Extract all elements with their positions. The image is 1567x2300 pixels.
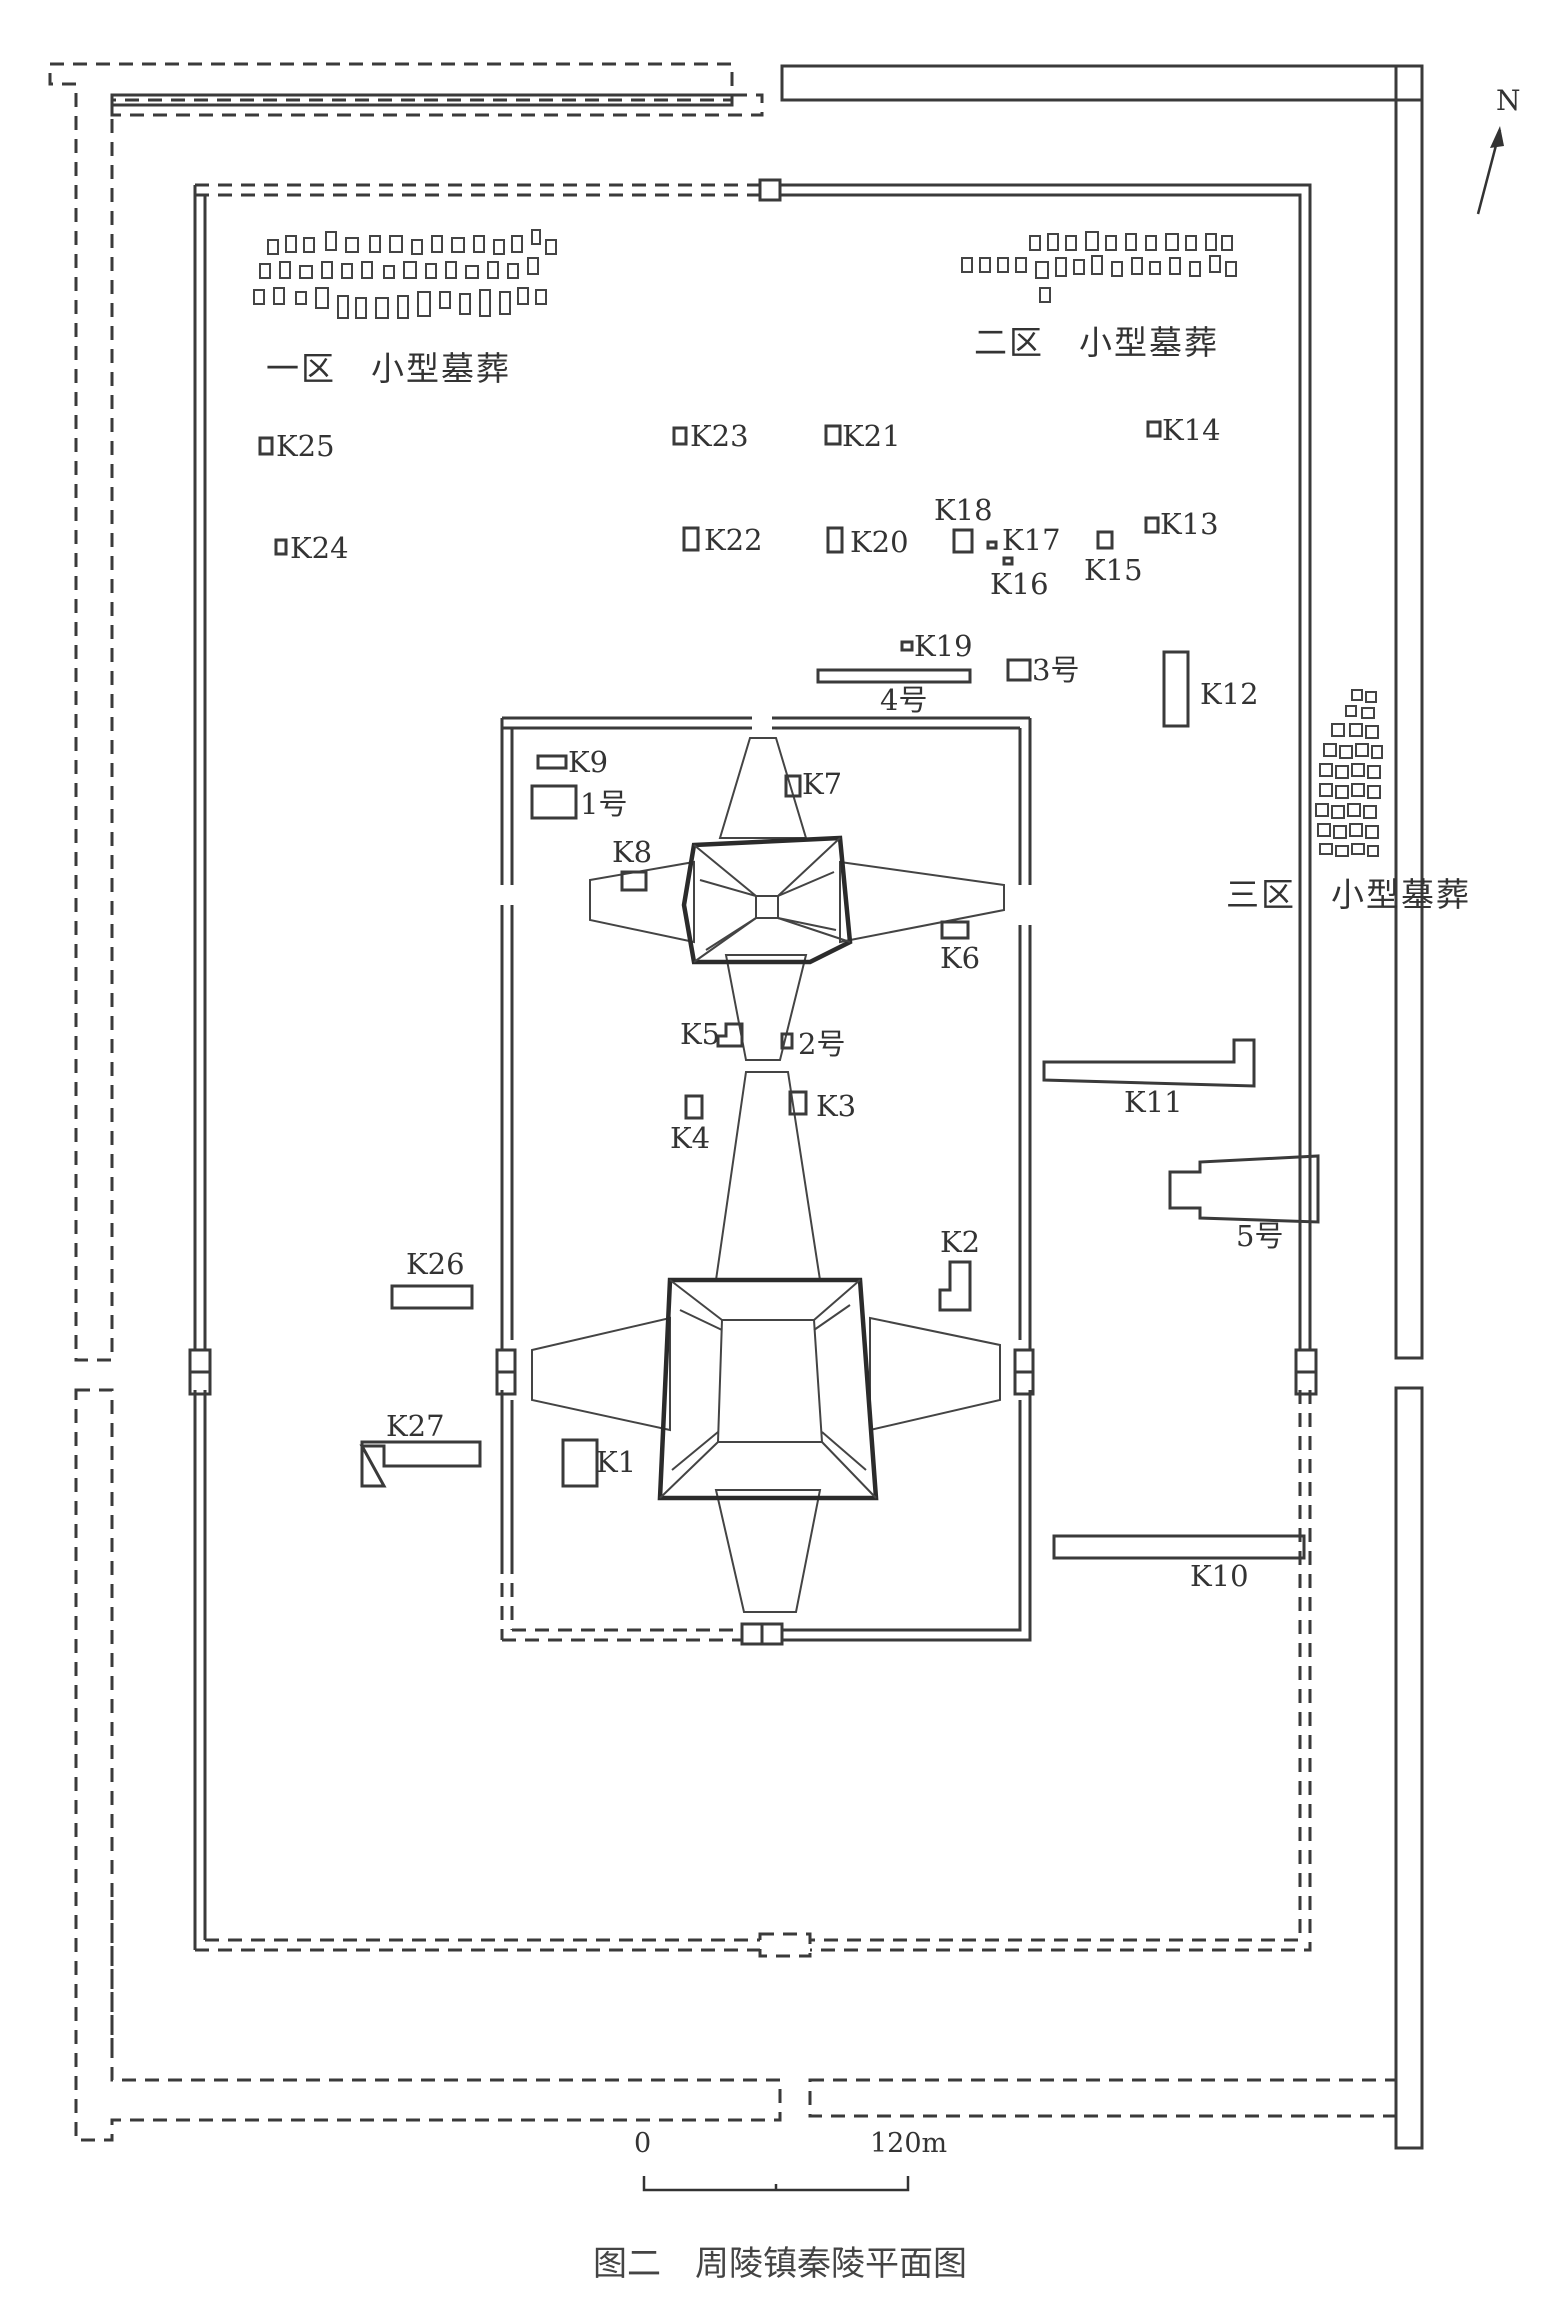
north-arrow-icon (1476, 126, 1504, 215)
label-building-4: 4号 (880, 683, 928, 717)
label-building-1: 1号 (580, 787, 628, 821)
pit-k5 (716, 1022, 744, 1048)
pit-k10 (1052, 1534, 1306, 1560)
zone1-label: 一区 小型墓葬 (266, 349, 511, 388)
burial-cluster-zone3 (1315, 689, 1383, 857)
building-3 (1006, 658, 1032, 682)
label-k24: K24 (290, 531, 349, 565)
label-k21: K21 (842, 419, 901, 453)
pits (258, 420, 1320, 1560)
label-k9: K9 (568, 745, 609, 779)
building-1 (530, 784, 578, 820)
pit-k20 (826, 526, 844, 554)
pit-k14 (1146, 420, 1162, 438)
label-k5: K5 (680, 1017, 721, 1051)
pit-k22 (682, 526, 700, 552)
south-tomb (531, 1071, 1001, 1613)
label-k4: K4 (670, 1121, 711, 1155)
label-k10: K10 (1190, 1559, 1249, 1593)
pit-k2 (938, 1260, 972, 1312)
pit-k15 (1096, 530, 1114, 550)
scale-end-label: 120m (870, 2128, 948, 2159)
label-k8: K8 (612, 835, 653, 869)
pit-k26 (390, 1284, 474, 1310)
pit-k24 (274, 538, 288, 556)
label-k26: K26 (406, 1247, 465, 1281)
label-building-2: 2号 (798, 1027, 846, 1061)
label-k11: K11 (1124, 1085, 1183, 1119)
pit-k23 (672, 426, 688, 446)
building-4 (816, 668, 972, 684)
north-tomb (589, 737, 1005, 1061)
label-k18: K18 (934, 493, 993, 527)
middle-enclosure-wall (188, 178, 1318, 1958)
scale-bar (642, 2176, 910, 2192)
building-5 (1168, 1154, 1320, 1224)
label-k13: K13 (1160, 507, 1219, 541)
pit-k19 (900, 640, 914, 652)
zone3-label: 三区 小型墓葬 (1226, 875, 1471, 914)
outer-enclosure-wall (48, 62, 1424, 2150)
label-k23: K23 (690, 419, 749, 453)
label-k20: K20 (850, 525, 909, 559)
inner-enclosure-wall (495, 716, 1035, 1646)
label-k12: K12 (1200, 677, 1259, 711)
label-k25: K25 (276, 429, 335, 463)
pit-k6 (940, 920, 970, 940)
north-label: N (1496, 84, 1521, 117)
label-building-3: 3号 (1032, 653, 1080, 687)
label-k22: K22 (704, 523, 763, 557)
pit-k21 (824, 424, 842, 446)
scale-start-label: 0 (634, 2128, 652, 2159)
label-k7: K7 (802, 767, 843, 801)
label-k1: K1 (596, 1445, 637, 1479)
burial-cluster-zone1 (253, 229, 557, 319)
burial-cluster-zone2 (961, 231, 1237, 303)
pit-k11 (1042, 1038, 1256, 1088)
label-k27: K27 (386, 1409, 445, 1443)
label-k3: K3 (816, 1089, 857, 1123)
pit-k17 (986, 540, 998, 550)
label-k16: K16 (990, 567, 1049, 601)
pit-k13 (1144, 516, 1160, 534)
label-k17: K17 (1002, 523, 1061, 557)
label-k14: K14 (1162, 413, 1221, 447)
figure-caption: 图二 周陵镇秦陵平面图 (593, 2244, 967, 2284)
pit-k4 (684, 1094, 704, 1120)
pit-k3 (788, 1090, 808, 1116)
pit-k27 (359, 1440, 482, 1488)
pit-k7 (784, 774, 802, 798)
pit-k18 (952, 528, 974, 554)
pit-k8 (620, 870, 648, 892)
building-2 (780, 1032, 794, 1050)
pit-k9 (536, 754, 568, 770)
label-k19: K19 (914, 629, 973, 663)
pit-k1 (561, 1438, 599, 1488)
label-building-5: 5号 (1236, 1219, 1284, 1253)
pit-k16 (1002, 556, 1014, 566)
zone2-label: 二区 小型墓葬 (974, 323, 1219, 362)
label-k15: K15 (1084, 553, 1143, 587)
label-k2: K2 (940, 1225, 981, 1259)
pit-k25 (258, 436, 274, 456)
pit-k12 (1162, 650, 1190, 728)
label-k6: K6 (940, 941, 981, 975)
